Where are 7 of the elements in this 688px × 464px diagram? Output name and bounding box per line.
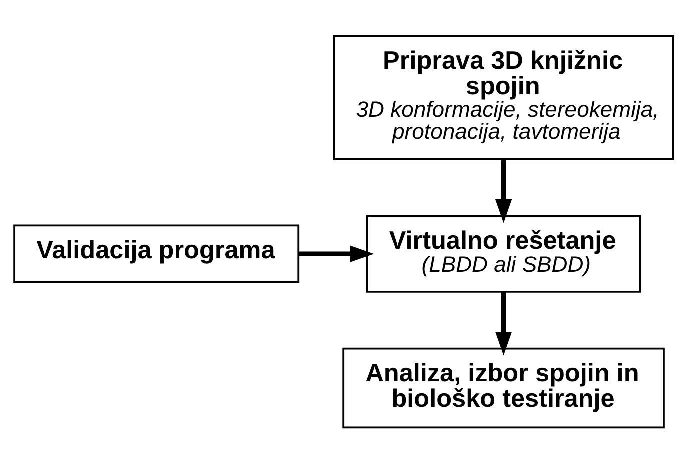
node-box: Validacija programa <box>14 224 300 284</box>
node-box: Analiza, izbor spojin in biološko testiranje <box>342 348 665 429</box>
arrow <box>495 292 512 356</box>
node-box: Virtualno rešetanje (LBDD ali SBDD) <box>366 215 642 293</box>
arrow <box>495 160 512 224</box>
arrow <box>299 246 374 262</box>
node-box: Priprava 3D knjižnic spojin 3D konformacije, stereokemija, protonacija, tavtomerija <box>333 35 674 160</box>
